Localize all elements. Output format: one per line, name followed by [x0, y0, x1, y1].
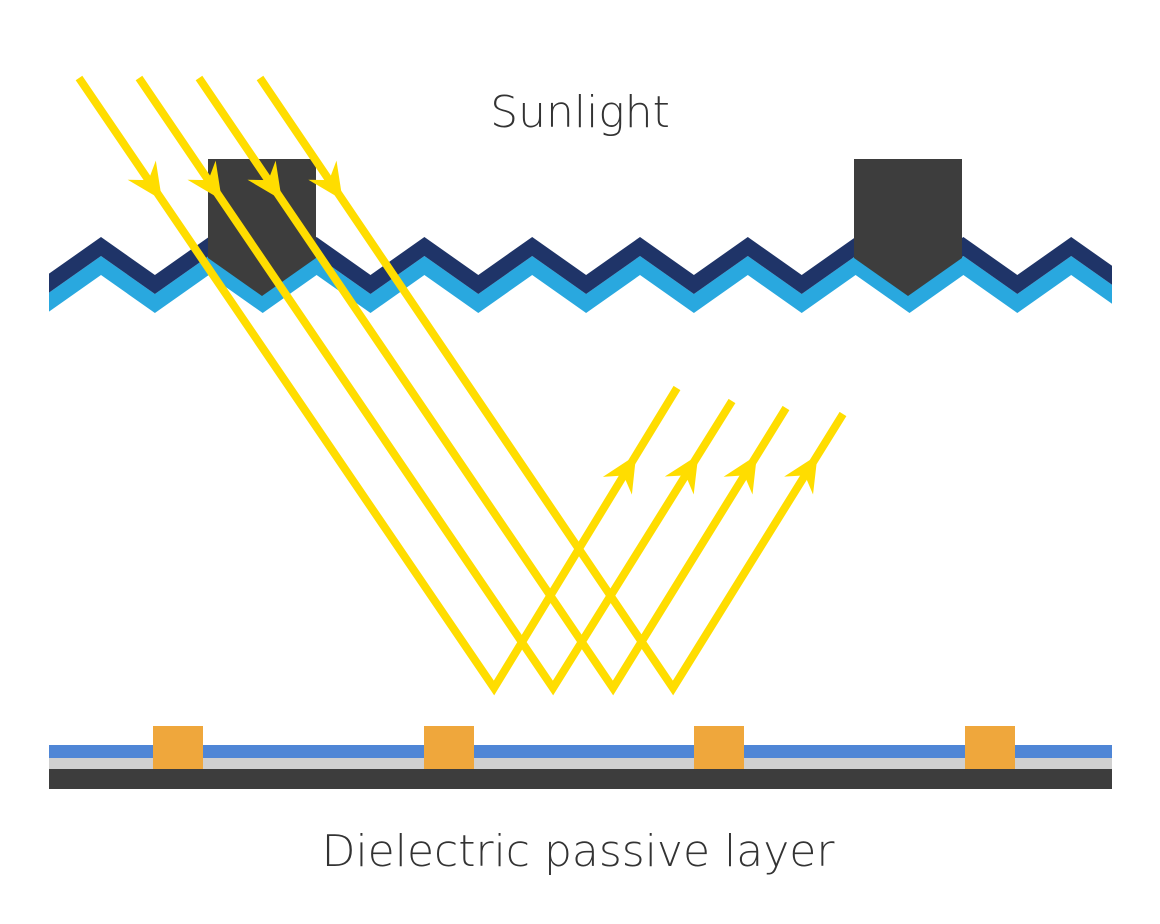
rear-gray-layer	[49, 757, 1112, 769]
rear-contact	[694, 726, 744, 769]
sunlight-label: Sunlight	[490, 87, 670, 138]
incident-ray-arrowhead-icon	[308, 160, 343, 200]
reflected-ray-arrowhead-icon	[602, 455, 637, 495]
rear-blue-layer	[49, 745, 1112, 758]
rear-passive-stack	[49, 726, 1112, 789]
rear-contact	[153, 726, 203, 769]
rear-contact	[965, 726, 1015, 769]
incident-ray-arrowhead-icon	[247, 160, 282, 200]
dielectric-passive-layer-label: Dielectric passive layer	[322, 826, 836, 877]
incident-ray-arrowhead-icon	[187, 160, 222, 200]
reflected-ray-arrowhead-icon	[664, 455, 699, 495]
light-ray	[256, 75, 847, 696]
reflected-ray-arrowhead-icon	[723, 455, 757, 495]
light-rays	[75, 75, 847, 696]
front-contacts	[208, 159, 962, 296]
light-blue-surface-layer	[49, 256, 1112, 313]
light-ray	[75, 75, 681, 696]
front-contact-right	[854, 159, 962, 296]
light-ray	[135, 75, 736, 696]
rear-contact	[424, 726, 474, 769]
rear-base-layer	[49, 768, 1112, 789]
front-contact-left	[208, 159, 316, 296]
reflected-ray-arrowhead-icon	[784, 455, 818, 495]
incident-ray-arrowhead-icon	[127, 160, 162, 200]
light-ray	[195, 75, 790, 696]
